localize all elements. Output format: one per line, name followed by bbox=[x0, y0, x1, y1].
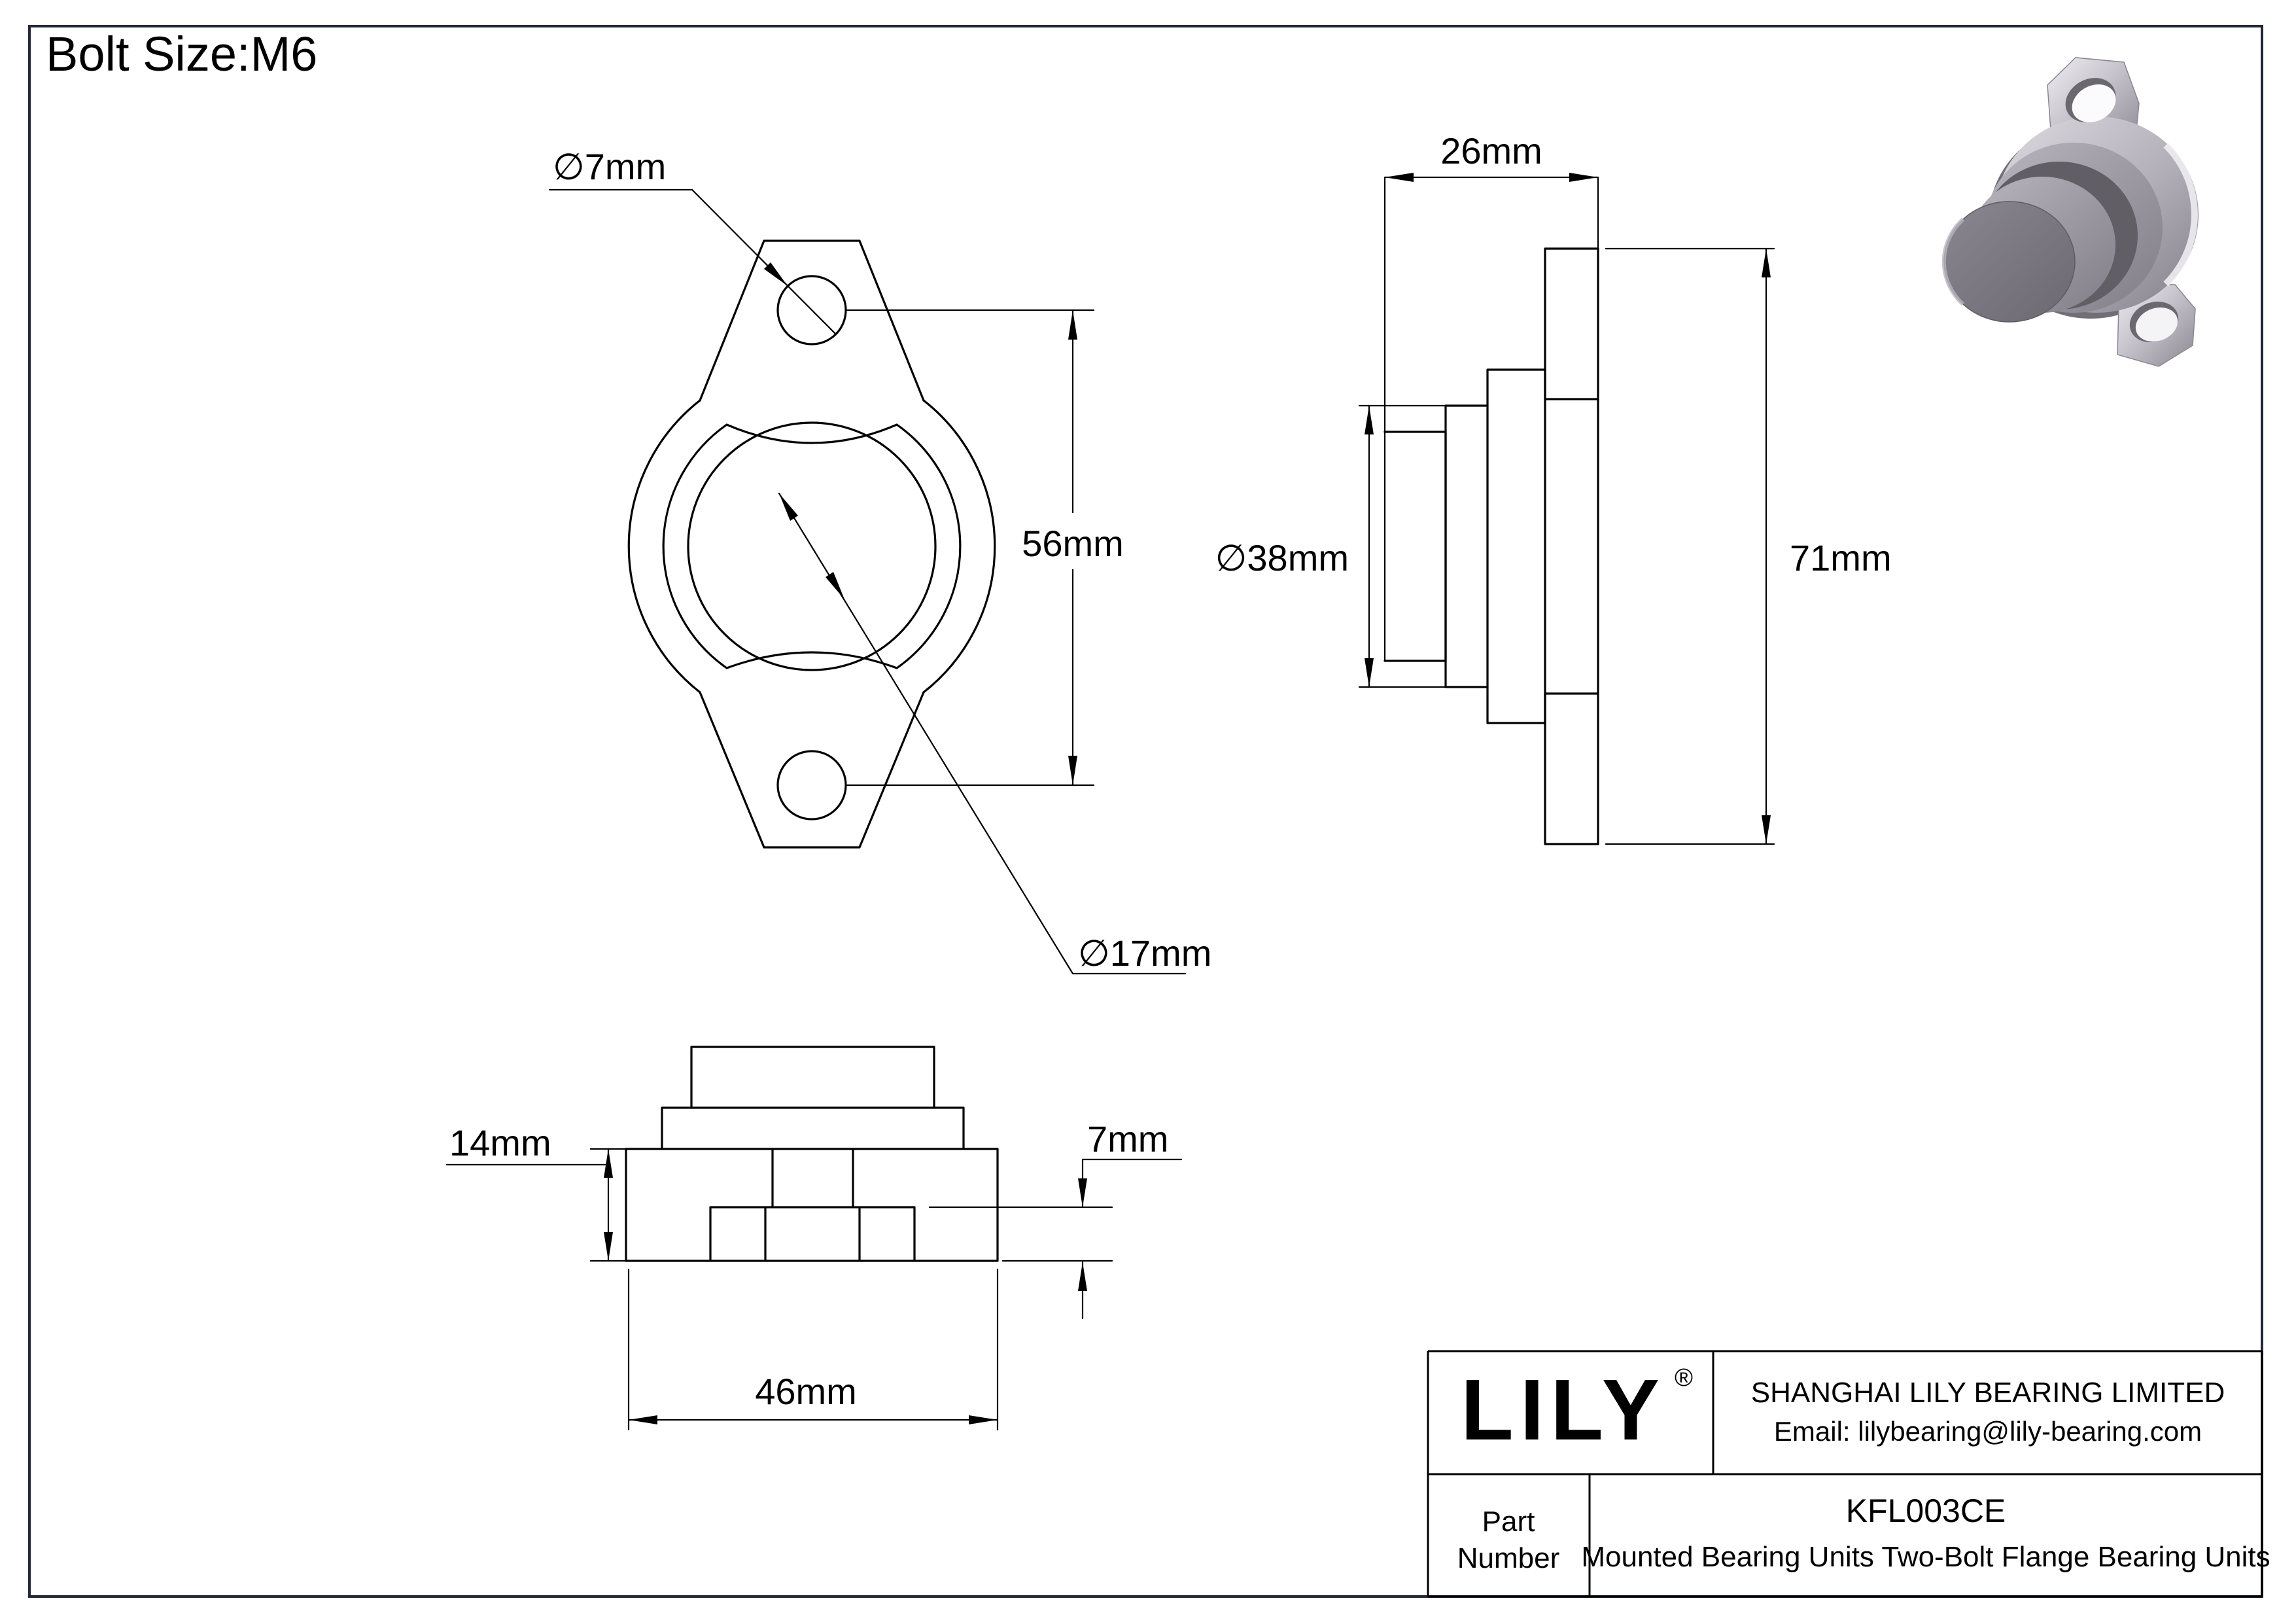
hole-opening bbox=[2072, 84, 2116, 122]
dim-side-height-label: 71mm bbox=[1790, 537, 1892, 578]
dim-side-height: 71mm bbox=[1605, 247, 1892, 845]
dim-bolt-hole-dia: ∅7mm bbox=[548, 146, 837, 336]
company-name: SHANGHAI LILY BEARING LIMITED bbox=[1751, 1377, 2225, 1409]
front-outer-right-arc bbox=[922, 399, 996, 694]
dim-base-width-lines bbox=[627, 1268, 999, 1431]
bolt-size-label: Bolt Size:M6 bbox=[46, 27, 317, 81]
arrowhead bbox=[764, 262, 788, 286]
front-view: ∅7mm 56mm ∅17mm bbox=[548, 146, 1211, 975]
side-housing-boss bbox=[1486, 368, 1546, 724]
arrowhead bbox=[1078, 1262, 1087, 1291]
dim-text-mask bbox=[1022, 513, 1124, 569]
dim-insert-dia-label: ∅38mm bbox=[1215, 537, 1349, 578]
part-label-line2: Number bbox=[1457, 1542, 1560, 1574]
bottom-profile bbox=[625, 1046, 999, 1262]
side-flange-plate bbox=[1544, 247, 1599, 845]
dim-slot-depth: 7mm bbox=[928, 1118, 1183, 1320]
arrowhead bbox=[1078, 1178, 1087, 1207]
dim-side-width: 26mm bbox=[1383, 130, 1599, 662]
arrowhead bbox=[629, 1415, 657, 1424]
dim-bolt-hole-leader bbox=[548, 188, 837, 336]
dim-base-width: 46mm bbox=[627, 1268, 999, 1431]
title-block-borders bbox=[1427, 1350, 2263, 1598]
arrowhead bbox=[1762, 249, 1771, 277]
side-insert-step bbox=[1444, 404, 1489, 688]
dim-hole-spacing-label: 56mm bbox=[1022, 523, 1124, 564]
sheet-frame bbox=[28, 25, 2263, 1598]
dim-side-width-lines bbox=[1383, 176, 1599, 662]
side-view: 26mm ∅38mm 71mm bbox=[1215, 130, 1892, 845]
front-insert-circle bbox=[687, 421, 937, 671]
dim-bore-label: ∅17mm bbox=[1078, 932, 1211, 974]
dim-slot-depth-label: 7mm bbox=[1087, 1118, 1168, 1159]
dim-slot-depth-lines bbox=[928, 1158, 1183, 1320]
arrowhead bbox=[779, 493, 798, 521]
company-logo: LILY bbox=[1461, 1362, 1666, 1458]
side-inner-ring bbox=[1383, 431, 1447, 662]
arrowhead bbox=[1385, 173, 1414, 182]
top-ear-hole bbox=[2065, 78, 2116, 122]
arrowhead bbox=[826, 572, 844, 599]
front-bottom-ear bbox=[699, 691, 925, 849]
dim-plate-thickness-label: 14mm bbox=[449, 1122, 551, 1163]
part-label-line1: Part bbox=[1482, 1506, 1535, 1538]
registered-mark: ® bbox=[1675, 1364, 1693, 1392]
dim-insert-dia-lines bbox=[1358, 404, 1448, 688]
dim-side-height-lines bbox=[1605, 247, 1775, 845]
part-description: Mounted Bearing Units Two-Bolt Flange Be… bbox=[1581, 1541, 2270, 1573]
front-outer-left-arc bbox=[627, 399, 701, 694]
dim-hole-spacing: 56mm bbox=[844, 309, 1124, 786]
dim-plate-thickness-lines bbox=[445, 1148, 627, 1262]
dim-bore-dia: ∅17mm bbox=[778, 492, 1211, 975]
arrowhead bbox=[604, 1149, 613, 1178]
arrowhead bbox=[969, 1415, 998, 1424]
company-email: Email: lilybearing@lily-bearing.com bbox=[1774, 1416, 2202, 1447]
flange-edge-highlight bbox=[2163, 143, 2198, 287]
front-top-ear bbox=[699, 239, 925, 402]
render-3d bbox=[1941, 57, 2199, 367]
front-boss-outline bbox=[662, 423, 962, 669]
arrowhead bbox=[1068, 310, 1077, 340]
arrowhead bbox=[1762, 815, 1771, 844]
dim-bolt-hole-label: ∅7mm bbox=[553, 146, 666, 187]
dim-bore-leader bbox=[778, 492, 1187, 975]
dim-side-width-label: 26mm bbox=[1440, 130, 1542, 171]
arrowhead bbox=[1068, 756, 1077, 785]
arrowhead bbox=[1365, 658, 1374, 687]
front-bolt-hole-bottom bbox=[776, 750, 847, 821]
arrowhead bbox=[1365, 406, 1374, 434]
arrowhead bbox=[1569, 173, 1598, 182]
bottom-view: 14mm 7mm 46mm bbox=[445, 1046, 1183, 1431]
bottom-ear-hole bbox=[2129, 301, 2179, 343]
arrowhead bbox=[604, 1232, 613, 1261]
part-number: KFL003CE bbox=[1846, 1492, 2006, 1529]
dim-base-width-label: 46mm bbox=[755, 1371, 857, 1412]
face-rim-highlight bbox=[1941, 217, 1965, 306]
title-block: LILY ® SHANGHAI LILY BEARING LIMITED Ema… bbox=[1427, 1350, 2270, 1598]
dim-insert-dia: ∅38mm bbox=[1215, 404, 1448, 688]
shaft-face-3d bbox=[1943, 201, 2076, 323]
hole-opening bbox=[2135, 307, 2178, 342]
dim-plate-thickness: 14mm bbox=[445, 1122, 627, 1262]
